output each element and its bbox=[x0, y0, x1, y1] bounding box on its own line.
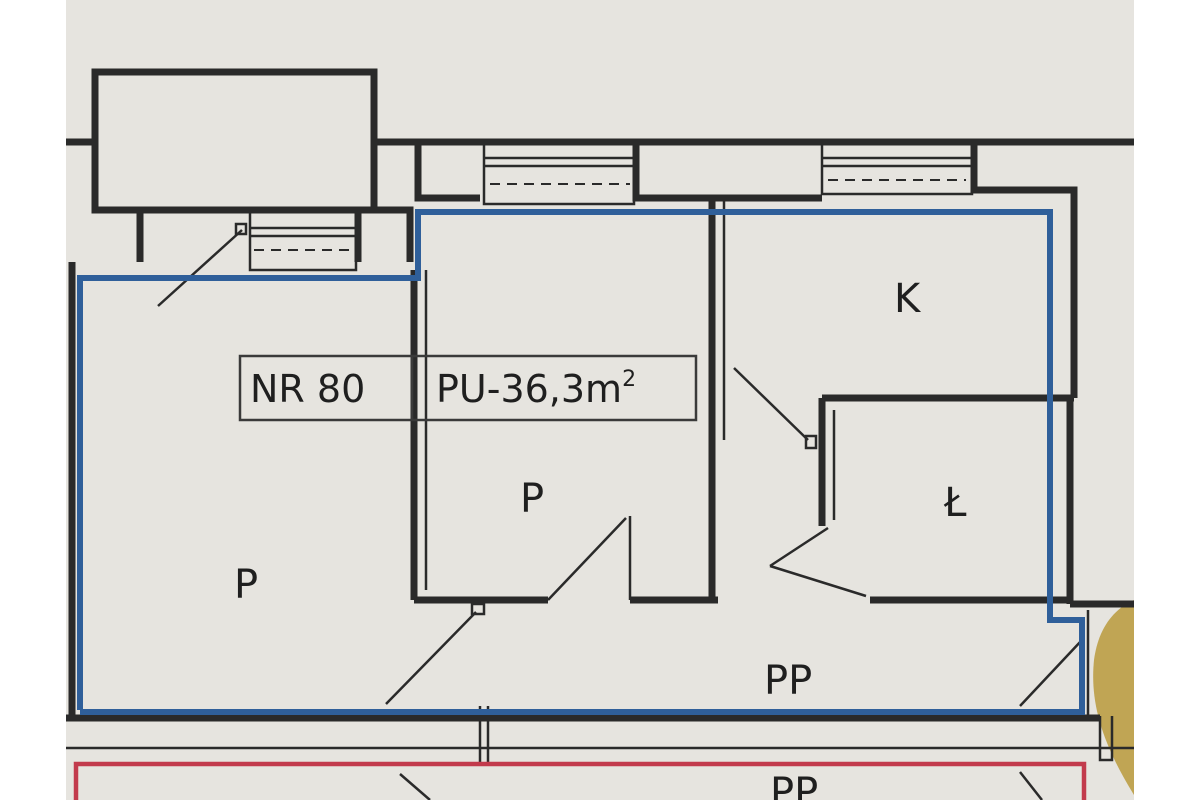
room-labels: P P K Ł PP PP bbox=[234, 276, 967, 800]
unit-tag: NR 80 PU-36,3m2 bbox=[238, 354, 698, 422]
unit-area-value: PU-36,3m bbox=[436, 367, 622, 411]
room-label-hall-lower: PP bbox=[770, 770, 818, 800]
windows bbox=[248, 142, 974, 272]
room-label-kitchen: K bbox=[894, 276, 922, 322]
doors bbox=[157, 222, 1083, 800]
room-label-left: P bbox=[234, 562, 258, 608]
right-margin bbox=[1134, 0, 1200, 800]
unit-area-superscript: 2 bbox=[622, 367, 636, 392]
stain bbox=[1093, 600, 1134, 795]
left-margin bbox=[0, 0, 66, 800]
neighbor-outline bbox=[73, 761, 1087, 800]
room-label-bathroom: Ł bbox=[943, 480, 967, 526]
unit-number: NR 80 bbox=[250, 367, 365, 411]
unit-area: PU-36,3m2 bbox=[436, 367, 636, 411]
walls bbox=[66, 68, 1134, 762]
room-label-hall: PP bbox=[764, 658, 812, 704]
unit-outline bbox=[77, 209, 1085, 715]
room-label-middle: P bbox=[520, 476, 544, 522]
